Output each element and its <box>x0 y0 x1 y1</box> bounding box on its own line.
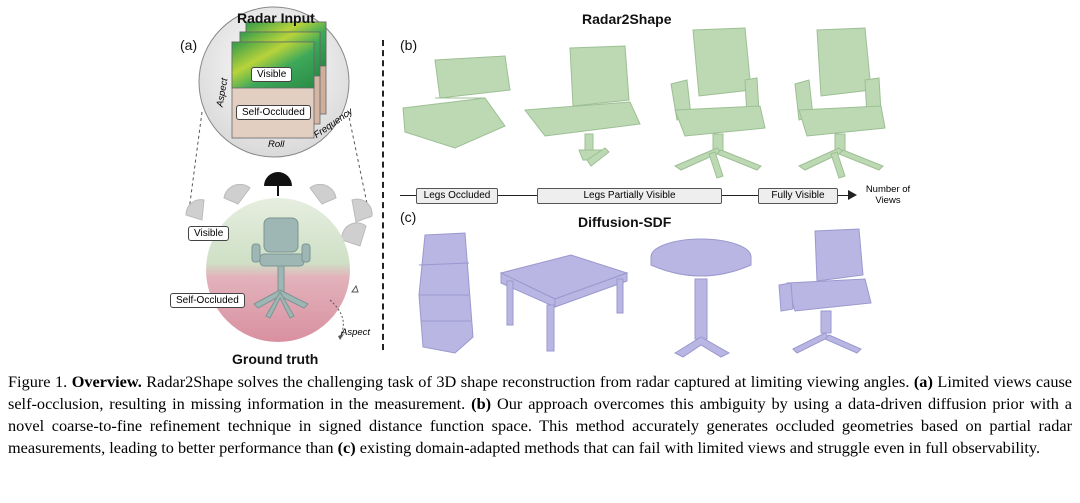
stage-legs-occluded: Legs Occluded <box>416 188 498 204</box>
gt-aspect: Aspect <box>341 327 371 338</box>
panel-divider <box>382 40 384 350</box>
panel-b-title: Radar2Shape <box>582 11 672 27</box>
axis-roll: Roll <box>268 139 285 150</box>
radar2shape-object-2 <box>524 45 641 167</box>
panel-b-label: (b) <box>400 37 418 53</box>
caption-prefix: Figure 1. <box>8 372 68 391</box>
timeline-end-label-line2: Views <box>875 195 901 206</box>
radar2shape-object-4 <box>794 27 886 179</box>
sensor-dishes <box>185 183 373 247</box>
figure-caption: Figure 1. Overview. Radar2Shape solves t… <box>8 371 1072 459</box>
diffusion-sdf-reconstructions <box>418 228 872 358</box>
radar2shape-reconstructions <box>402 27 886 179</box>
radar2shape-object-1 <box>402 55 511 149</box>
diffusion-sdf-object-4 <box>778 228 872 354</box>
stage-fully-visible: Fully Visible <box>758 188 838 204</box>
caption-b-label: (b) <box>471 394 492 413</box>
timeline-end-label-line1: Number of <box>865 184 911 195</box>
aspect-arc <box>329 299 344 337</box>
diffusion-sdf-object-1 <box>418 232 474 354</box>
radar-input-title: Radar Input <box>237 10 315 26</box>
gt-visible-tag: Visible <box>188 226 230 241</box>
caption-heading: Overview. <box>71 372 142 391</box>
panel-a-figure <box>185 6 373 342</box>
ground-truth-chair <box>251 217 311 319</box>
timeline-end-label: Number of Views <box>863 184 913 206</box>
self-occluded-tag: Self-Occluded <box>236 105 311 120</box>
caption-b-text: Our approach overcomes this ambiguity by… <box>8 394 1073 457</box>
stage-legs-partially-visible: Legs Partially Visible <box>537 188 722 204</box>
radar2shape-object-3 <box>670 27 766 179</box>
caption-c-text: existing domain-adapted methods that can… <box>359 438 1041 457</box>
caption-a-label: (a) <box>913 372 933 391</box>
visible-tag: Visible <box>251 67 293 82</box>
caption-sentence-1: Radar2Shape solves the challenging task … <box>146 372 910 391</box>
panel-c-label: (c) <box>400 209 417 225</box>
caption-c-label: (c) <box>337 438 356 457</box>
panel-c-title: Diffusion-SDF <box>578 214 672 230</box>
timeline-arrowhead <box>848 190 857 200</box>
gt-self-occluded-tag: Self-Occluded <box>170 293 245 308</box>
diffusion-sdf-object-2 <box>499 254 629 352</box>
panel-a-label: (a) <box>180 37 198 53</box>
diffusion-sdf-object-3 <box>650 238 752 358</box>
ground-truth-title: Ground truth <box>232 351 319 367</box>
caption-a-text: Limited views cause self-occlusion, resu… <box>8 372 1073 413</box>
